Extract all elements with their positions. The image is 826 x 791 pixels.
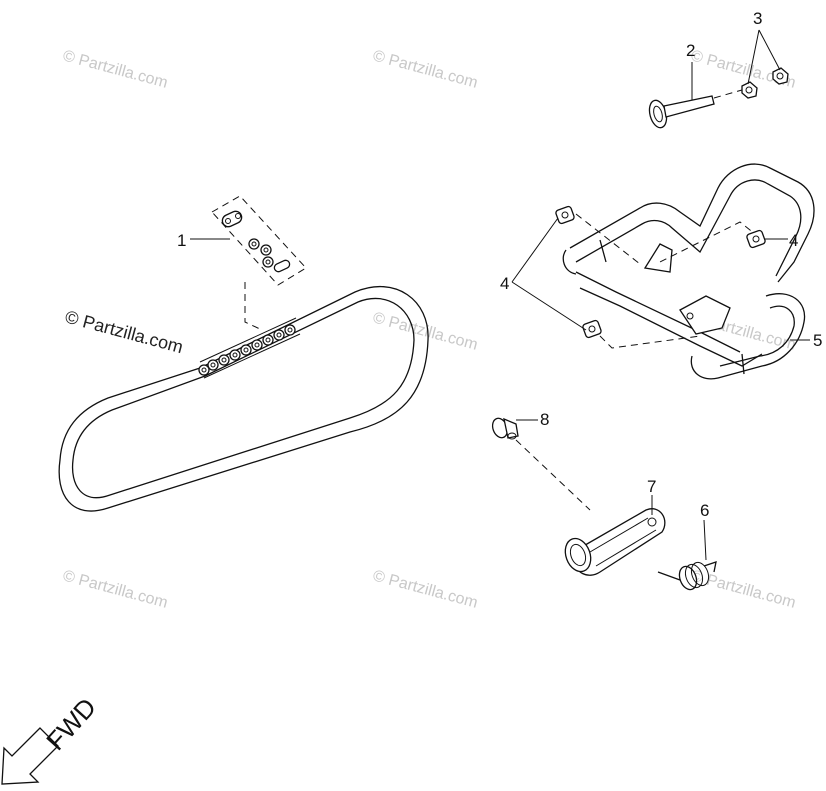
- watermark: © Partzilla.com: [371, 47, 480, 91]
- callout-3: 3: [753, 9, 762, 28]
- leader-lines: [190, 29, 810, 561]
- chain-tensioner: [564, 508, 666, 576]
- pivot-bolt: [491, 417, 591, 511]
- drive-chain: [58, 286, 429, 512]
- rear-bumper: [562, 163, 815, 380]
- fwd-label: FWD: [40, 692, 102, 756]
- fwd-direction: FWD: [1, 692, 102, 785]
- watermark: © Partzilla.com: [371, 567, 480, 611]
- callout-4: 4: [789, 231, 798, 250]
- callout-1: 1: [177, 231, 186, 250]
- watermarks: © Partzilla.com © Partzilla.com © Partzi…: [61, 47, 798, 611]
- fwd-arrow-icon: [1, 727, 59, 785]
- watermark: © Partzilla.com: [61, 567, 170, 611]
- callout-4: 4: [500, 274, 509, 293]
- callouts: 1 2 3 4 4 5 6 7 8: [177, 9, 822, 520]
- watermark: © Partzilla.com: [689, 567, 798, 611]
- callout-6: 6: [700, 501, 709, 520]
- chain-links: [198, 317, 301, 379]
- callout-5: 5: [813, 331, 822, 350]
- tensioner-spring: [657, 561, 717, 591]
- watermark: © Partzilla.com: [61, 47, 170, 91]
- flange-bolts: [555, 205, 766, 339]
- bolt: [648, 95, 715, 129]
- watermark-bold: © Partzilla.com: [63, 307, 185, 358]
- nuts: [713, 67, 789, 99]
- callout-2: 2: [686, 41, 695, 60]
- callout-8: 8: [540, 410, 549, 429]
- master-link-kit: [211, 195, 307, 331]
- watermark: © Partzilla.com: [371, 309, 480, 353]
- callout-7: 7: [647, 477, 656, 496]
